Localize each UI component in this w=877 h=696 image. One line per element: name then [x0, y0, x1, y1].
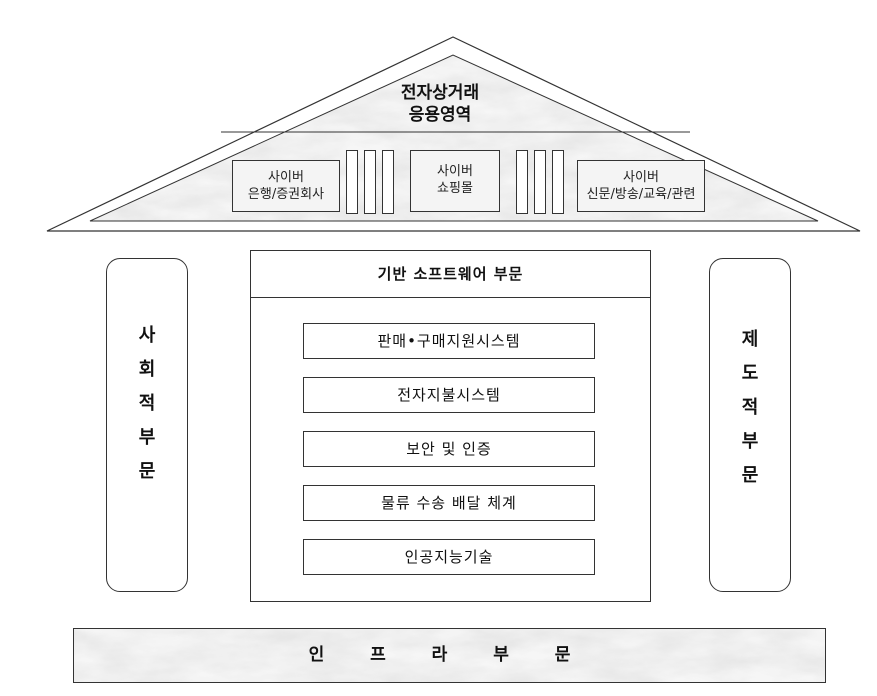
core-item-security: 보안 및 인증	[303, 431, 595, 467]
infrastructure-base: 인 프 라 부 문	[73, 628, 826, 683]
right-pillar-char: 도	[741, 363, 759, 384]
roof-box-bank-line1: 사이버	[268, 170, 304, 185]
base-label: 인 프 라 부 문	[308, 645, 591, 665]
roof-box-media-line2: 신문/방송/교육/관련	[586, 187, 696, 202]
left-pillar-char: 부	[138, 427, 156, 448]
left-pillar-char: 회	[138, 359, 156, 380]
roof-box-media: 사이버 신문/방송/교육/관련	[577, 160, 705, 212]
core-title: 기반 소프트웨어 부문	[251, 251, 650, 298]
base-marble-texture	[74, 629, 825, 682]
right-pillar-char: 문	[741, 465, 759, 486]
left-pillar-social: 사 회 적 부 문	[106, 258, 188, 592]
left-pillar-char: 사	[138, 325, 156, 346]
core-item-payment: 전자지불시스템	[303, 377, 595, 413]
core-software-section: 기반 소프트웨어 부문 판매•구매지원시스템 전자지불시스템 보안 및 인증 물…	[250, 250, 651, 602]
left-pillar-char: 문	[138, 461, 156, 482]
right-pillar-char: 부	[741, 431, 759, 452]
core-item-logistics: 물류 수송 배달 체계	[303, 485, 595, 521]
roof-column	[346, 150, 358, 214]
roof-box-shopping-line2: 쇼핑몰	[437, 181, 473, 196]
roof-column	[382, 150, 394, 214]
roof-box-media-line1: 사이버	[623, 170, 659, 185]
roof-column	[534, 150, 546, 214]
roof-title-line1: 전자상거래	[400, 83, 480, 103]
roof-box-shopping-line1: 사이버	[437, 164, 473, 179]
roof-title: 전자상거래 응용영역	[340, 82, 540, 126]
core-item-sales-purchase: 판매•구매지원시스템	[303, 323, 595, 359]
left-pillar-char: 적	[138, 393, 156, 414]
right-pillar-char: 적	[741, 397, 759, 418]
roof-column	[364, 150, 376, 214]
roof-column	[552, 150, 564, 214]
roof-box-bank-line2: 은행/증권회사	[247, 187, 325, 202]
roof-column	[516, 150, 528, 214]
roof-box-shopping: 사이버 쇼핑몰	[410, 150, 500, 212]
roof-box-bank: 사이버 은행/증권회사	[232, 160, 340, 212]
right-pillar-institutional: 제 도 적 부 문	[709, 258, 791, 592]
core-item-ai: 인공지능기술	[303, 539, 595, 575]
roof-title-line2: 응용영역	[408, 105, 472, 125]
right-pillar-char: 제	[741, 329, 759, 350]
